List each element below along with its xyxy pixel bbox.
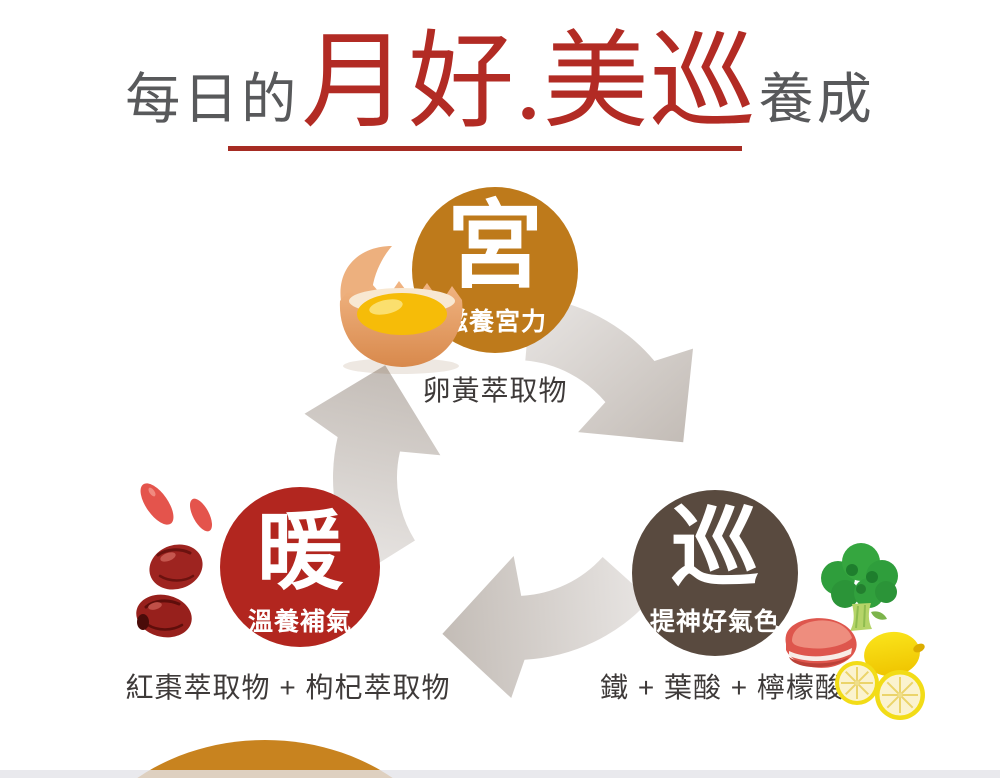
broccoli-image [821,543,898,631]
node-subtitle: 提神好氣色 [649,609,780,636]
cycle-node-xun: 巡 提神好氣色 [632,490,798,656]
lemons-image [835,631,925,720]
node-character: 宮 [447,193,543,300]
cycle-node-gong: 宮 滋養宮力 [412,187,578,353]
cycle-node-nuan: 暖 溫養補氣 [220,487,380,647]
ingredient-label-xun: 鐵 + 葉酸 + 檸檬酸 [600,672,844,703]
section-divider [0,770,1000,778]
title-prefix: 每日的 [125,69,300,130]
node-character: 巡 [670,501,759,598]
ingredient-label-nuan: 紅棗萃取物 + 枸杞萃取物 [125,672,451,703]
title-highlight: 月好.美巡 [301,24,757,141]
title-suffix: 養成 [758,69,875,130]
node-subtitle: 滋養宮力 [442,309,547,336]
title-underline [228,146,742,151]
goji-berries-image [140,483,213,532]
node-subtitle: 溫養補氣 [247,609,352,636]
red-dates-image [136,544,203,638]
page-title: 每日的月好.美巡養成 [0,24,1000,141]
steak-image [785,618,857,668]
ingredient-label-gong: 卵黃萃取物 [422,375,568,406]
node-character: 暖 [257,504,343,600]
